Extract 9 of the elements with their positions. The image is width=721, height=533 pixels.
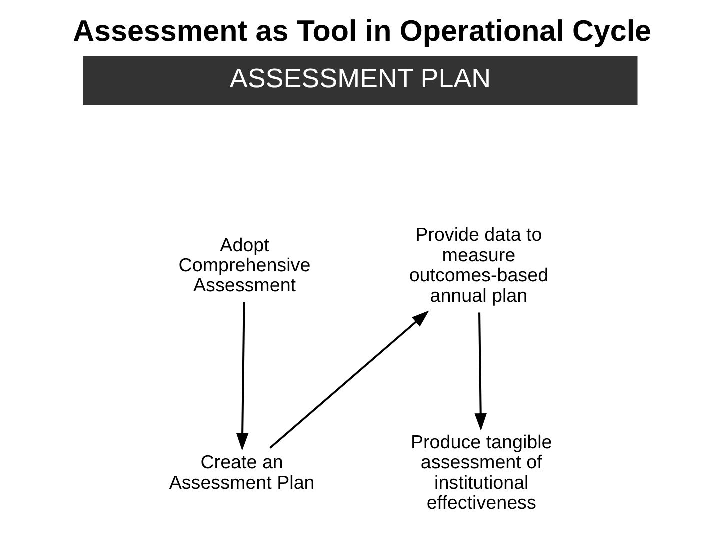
node-text: Adopt Comprehensive Assessment [178,234,311,296]
label: ASSESSMENT PLAN [230,63,492,94]
diagram-title: Assessment as Tool in Operational Cycle [73,15,652,48]
node-text: Provide data to measure outcomes-based annual plan [409,224,549,306]
node-text: Create an Assessment Plan [169,452,315,493]
arrow [474,312,487,432]
arrow [236,302,249,451]
arrow [270,310,430,449]
node-text: Produce tangible assessment of institutional effectiveness [410,431,552,514]
